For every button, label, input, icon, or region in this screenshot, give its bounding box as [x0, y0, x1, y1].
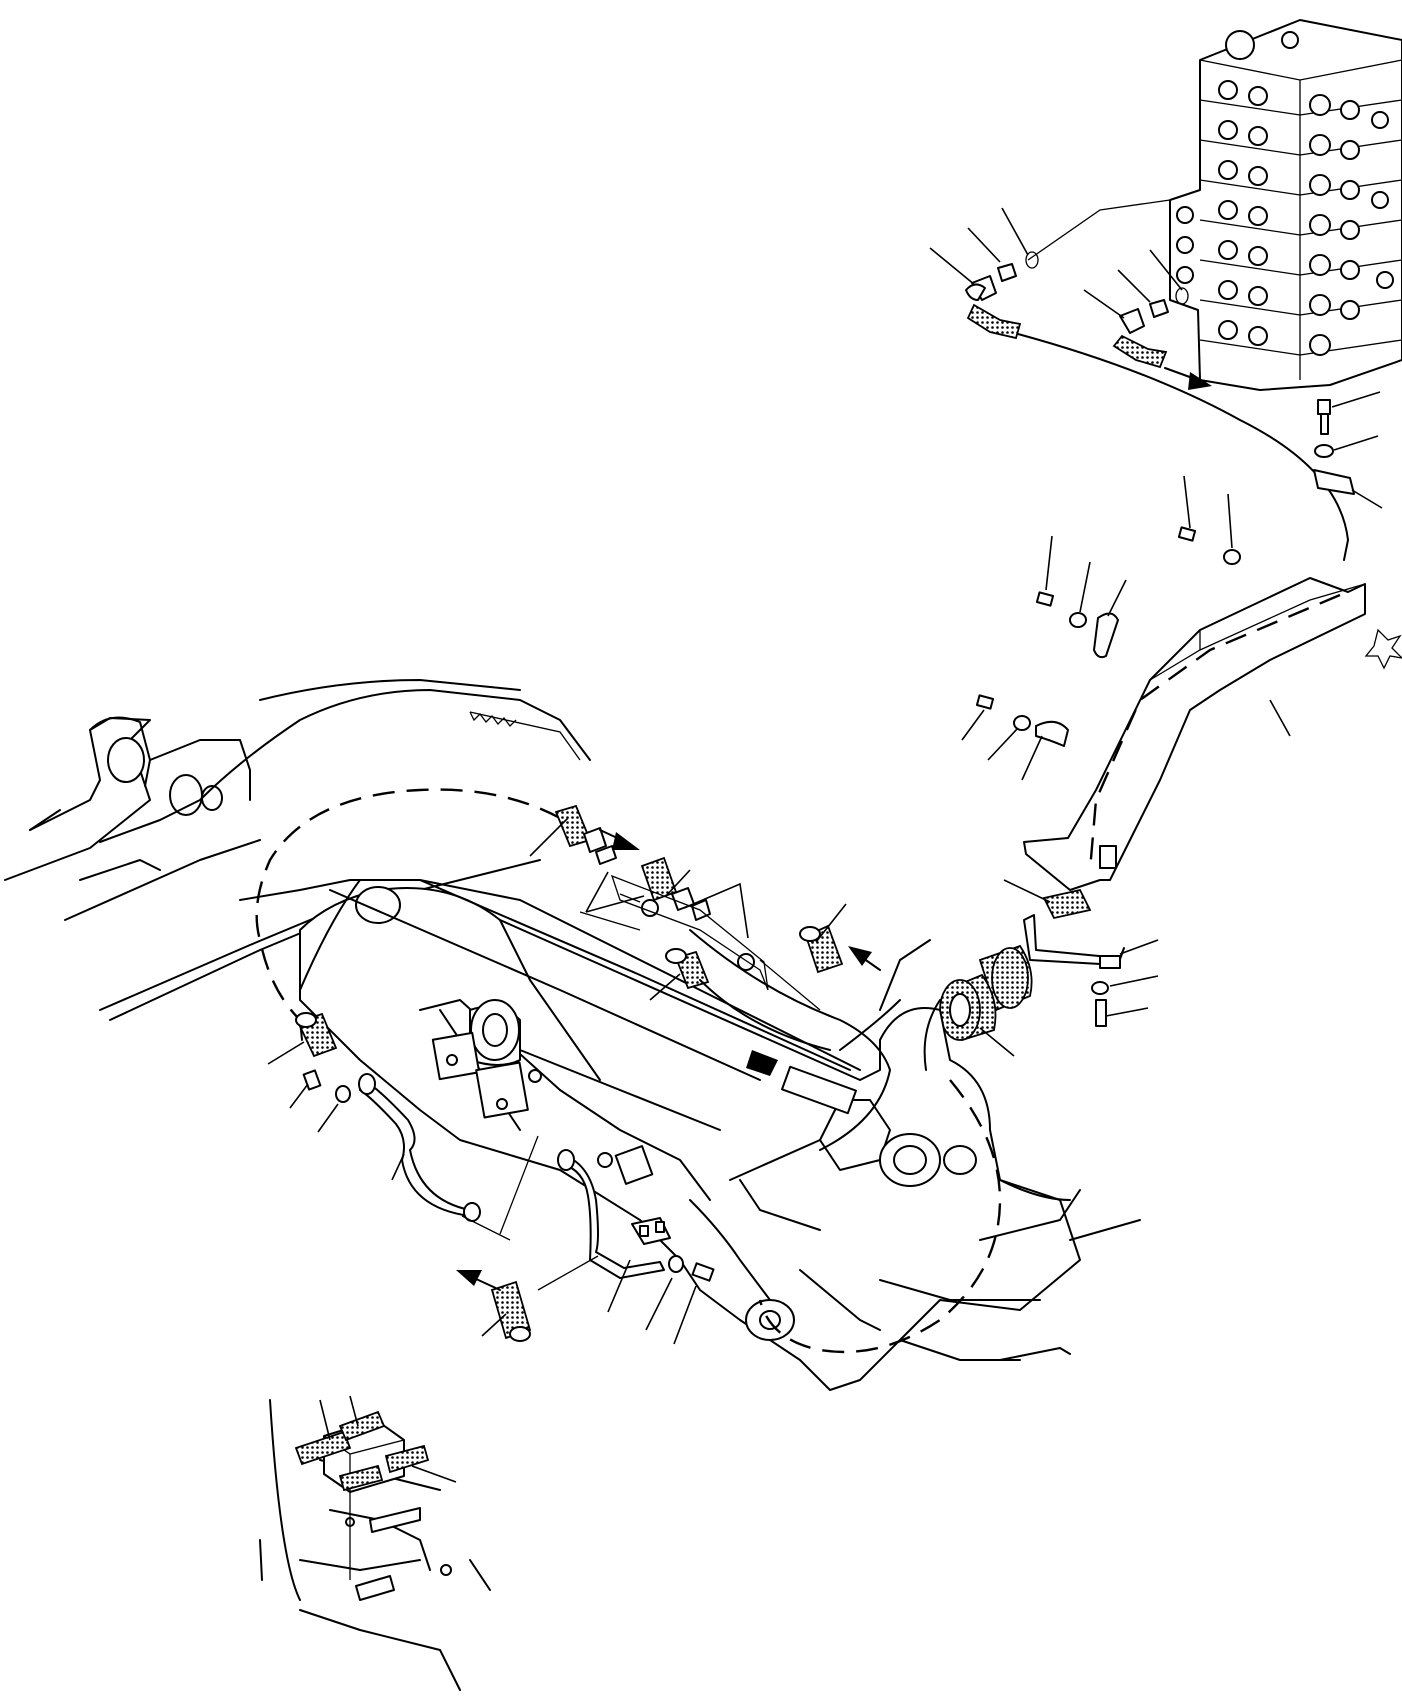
boom-rail	[329, 889, 761, 1081]
hose-icon	[966, 303, 1349, 561]
boom-rail	[879, 939, 931, 1011]
adapter-icon	[997, 263, 1169, 318]
tee-block-icon	[610, 874, 769, 991]
boom-rail	[519, 1049, 721, 1131]
connection-line	[461, 1215, 511, 1241]
hose-line	[699, 979, 831, 1051]
boom-rail	[419, 879, 851, 1071]
elbow-fitting-icon	[965, 275, 1145, 334]
clamp-icon	[1035, 469, 1355, 747]
washer-icon	[1013, 444, 1334, 995]
bolt-icon	[975, 399, 1331, 1027]
hose-routing-path	[255, 788, 1002, 1354]
connection-line	[759, 959, 821, 1011]
callout-leaders	[267, 207, 1383, 1483]
hose-block-icon	[259, 1399, 491, 1691]
boom-rail	[1069, 1219, 1141, 1241]
connection-line	[537, 1255, 599, 1291]
cylindrical-guard-icon	[939, 944, 1033, 1042]
flow-direction-arrow-icon	[456, 829, 881, 1291]
connection-line	[499, 1135, 539, 1235]
view-marker-icon	[1364, 628, 1402, 670]
connection-line	[579, 911, 641, 931]
tube-icon	[358, 1073, 665, 1279]
flow-direction-arrow-icon	[1164, 367, 1212, 390]
grommet-icon	[1023, 888, 1125, 969]
arm-icon	[4, 679, 591, 1021]
tube-clamp-icon	[631, 1217, 671, 1245]
connection-line	[1027, 199, 1171, 261]
bracket-icon	[1023, 577, 1366, 891]
control-valve-icon	[1169, 19, 1402, 391]
o-ring-icon	[1025, 251, 1189, 305]
hose-line	[839, 999, 901, 1051]
boom-icon	[239, 879, 1081, 1391]
